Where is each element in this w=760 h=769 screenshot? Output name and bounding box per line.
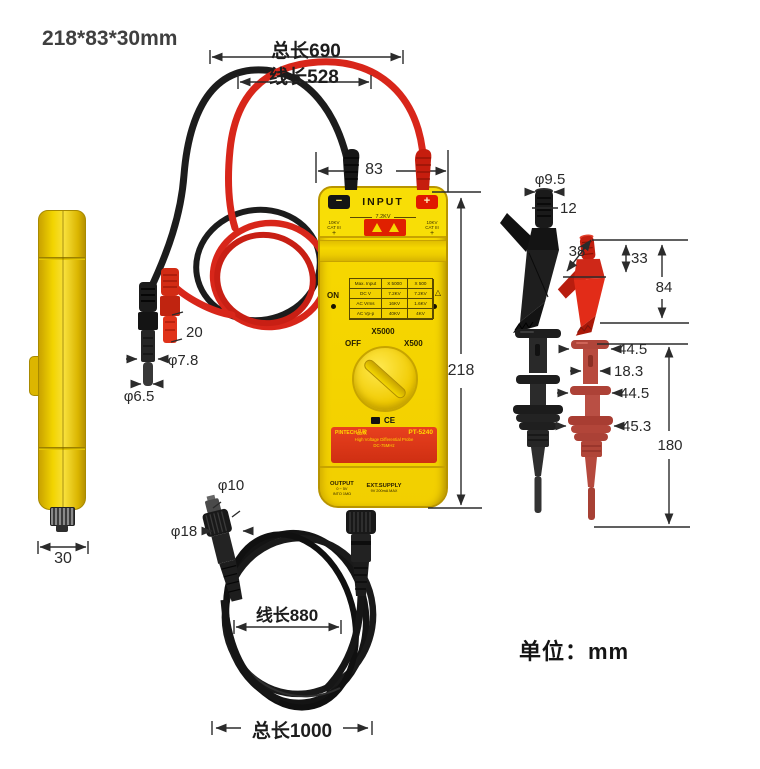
dim-label-clip-jaw: 38 <box>568 243 586 260</box>
dim-clip-jaw-38 <box>566 239 592 272</box>
hook-probe-black <box>513 329 563 513</box>
lead-strain-relief-black <box>343 149 360 190</box>
dim-total-length-690 <box>209 50 404 64</box>
ext-supply-block: EXT.SUPPLY 9V 200mA MAX <box>366 483 402 493</box>
spec-cell: X 5000 <box>382 279 408 289</box>
spec-cell: DC V <box>350 289 382 299</box>
dim-label-hook-cap: 44.5 <box>618 341 648 358</box>
dim-label-hook-total: 180 <box>657 437 683 454</box>
overall-size-label: 218*83*30mm <box>42 27 178 50</box>
side-crease <box>39 257 85 260</box>
hook-extension-lines <box>594 343 690 528</box>
dim-label-depth: 30 <box>54 550 72 567</box>
minus-terminal: − <box>328 195 350 209</box>
lead-strain-relief-red <box>415 149 432 190</box>
ce-mark: CE <box>383 416 396 425</box>
input-label: INPUT <box>362 196 404 208</box>
switch-x500-label: X500 <box>404 339 423 348</box>
spec-cell: 1.6KV <box>408 299 434 309</box>
alligator-clip-black <box>500 188 559 333</box>
panel-led <box>432 304 437 309</box>
dim-lead-length-528 <box>237 75 372 89</box>
dim-label-hook-guard: 45.3 <box>622 418 652 435</box>
spec-cell: 40KV <box>382 309 408 319</box>
side-seam <box>62 211 64 509</box>
input-rating: 7.2KV <box>320 214 446 220</box>
dim-label-clip-head: 33 <box>631 250 648 267</box>
dim-label-width: 83 <box>365 161 383 178</box>
warning-box <box>364 219 406 236</box>
side-view-connector-stub <box>56 525 68 532</box>
banana-plug-black <box>138 282 158 386</box>
rotary-switch <box>352 346 418 412</box>
spec-cell: Max. Input <box>350 279 382 289</box>
dim-depth-30 <box>37 541 89 554</box>
dim-label-clip-total: 84 <box>655 279 673 296</box>
dim-label-bnc-cable: 线长880 <box>255 606 319 625</box>
spec-cell: 4KV <box>408 309 434 319</box>
dim-plug-tip-20 <box>170 311 184 343</box>
on-led <box>331 304 336 309</box>
dim-label-height: 218 <box>447 362 475 379</box>
output-block: OUTPUT 0 ~ 5V INTO 1MΩ <box>330 481 354 496</box>
spec-table: Max. Input X 5000 X 500 DC V 7.2KV 7.2KV… <box>349 278 434 320</box>
on-label: ON <box>327 291 339 300</box>
dim-bnc-tip-10 <box>212 501 241 518</box>
spec-cell: AC Vrms <box>350 299 382 309</box>
dim-label-hook-body: 18.3 <box>614 363 644 380</box>
unit-note: 单位：mm <box>519 639 630 664</box>
brand-label: PINTECH品致 PT-5240 High Voltage Different… <box>331 427 437 463</box>
product-description: High Voltage Differential Probe <box>354 437 414 442</box>
spec-cell: X 500 <box>408 279 434 289</box>
dim-label-plug-tip-dia: φ6.5 <box>123 388 155 405</box>
warning-triangle-icon <box>388 223 399 232</box>
probe-side-view <box>38 210 86 510</box>
dim-bnc-total-1000 <box>211 721 373 735</box>
dim-label-bnc-tip: φ10 <box>217 477 245 494</box>
dim-label-total-length: 总长690 <box>271 41 341 62</box>
panel-warning-icon: △ <box>434 288 441 297</box>
side-crease <box>39 447 85 450</box>
warning-triangle-icon <box>371 223 382 232</box>
clip-extension-lines <box>563 239 689 324</box>
switch-off-label: OFF <box>345 339 361 348</box>
banana-plug-red <box>160 268 180 343</box>
spec-cell: 16KV <box>382 299 408 309</box>
bandwidth-label: DC-75MHz <box>373 443 395 448</box>
certification-marks: CE <box>320 416 446 425</box>
dim-label-plug-barrel-dia: φ7.8 <box>167 352 199 369</box>
dim-bnc-cable-880 <box>233 620 342 634</box>
model-number: PT-5240 <box>408 429 433 436</box>
input-rating-text: 7.2KV <box>375 214 391 220</box>
dim-label-bnc-nut: φ18 <box>170 523 198 540</box>
dim-label-clip-cap-length: 12 <box>560 200 577 217</box>
hook-probe-red <box>568 340 613 520</box>
dim-label-lead-length: 线长528 <box>269 67 339 88</box>
dim-height-218 <box>428 191 482 509</box>
molded-ridge <box>320 240 446 262</box>
dim-label-hook-disc: 44.5 <box>620 385 650 402</box>
brand-name: PINTECH品致 <box>335 430 367 436</box>
dim-label-plug-tip-length: 20 <box>186 324 203 341</box>
dim-label-clip-cap-dia: φ9.5 <box>534 171 566 188</box>
cert-icon <box>370 417 380 424</box>
spec-cell: AC Vp-p <box>350 309 382 319</box>
plus-terminal: + <box>416 195 438 209</box>
bnc-connector-right <box>322 510 376 693</box>
dim-label-bnc-total: 总长1000 <box>251 721 333 742</box>
bottom-crease <box>320 466 446 468</box>
spec-cell: 7.2KV <box>382 289 408 299</box>
switch-x5000-label: X5000 <box>371 327 395 336</box>
spec-cell: 7.2KV <box>408 289 434 299</box>
